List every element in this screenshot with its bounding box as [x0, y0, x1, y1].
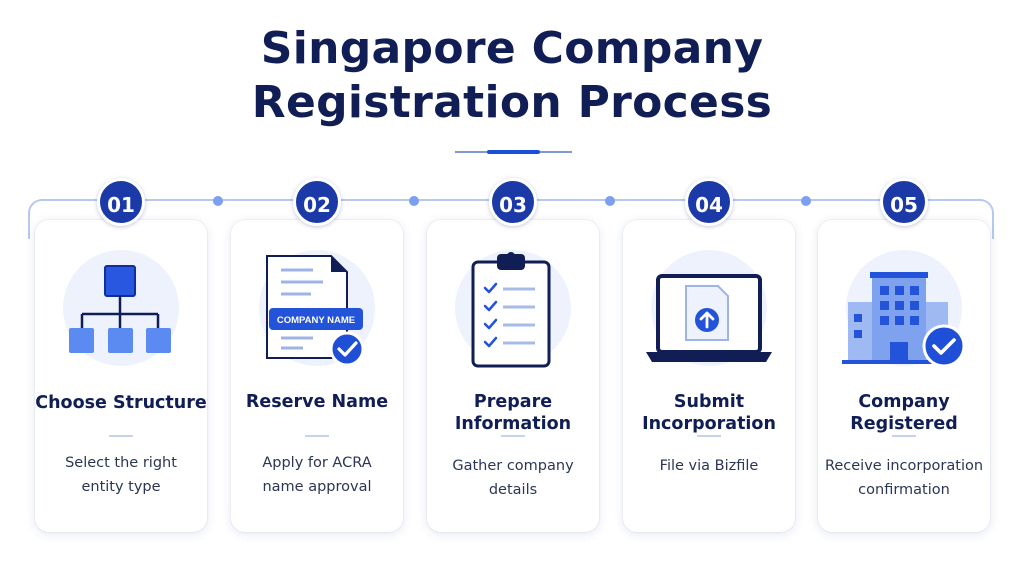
title-line-2: Registration Process: [251, 77, 773, 128]
step-divider: [109, 435, 133, 437]
page-title: Singapore Company Registration Process: [0, 22, 1024, 130]
step-number-badge: 01: [97, 178, 145, 226]
step-title: Company Registered: [850, 392, 958, 434]
clipboard-checklist-icon: [471, 252, 551, 368]
connector-dot: [213, 196, 223, 206]
step-divider: [697, 435, 721, 437]
building-check-icon: [842, 272, 966, 368]
title-line-1: Singapore Company: [260, 23, 764, 74]
step-description: Apply for ACRA name approval: [262, 455, 372, 495]
org-chart-icon: [69, 265, 171, 353]
step-divider: [305, 435, 329, 437]
document-name-check-icon: COMPANY NAME: [266, 255, 365, 367]
step-number-badge: 05: [880, 178, 928, 226]
step-number-badge: 03: [489, 178, 537, 226]
connector-dot: [409, 196, 419, 206]
company-name-label: COMPANY NAME: [277, 315, 355, 326]
title-divider-accent: [487, 150, 540, 154]
step-description: File via Bizfile: [659, 458, 759, 474]
step-divider: [892, 435, 916, 437]
step-number-badge: 02: [293, 178, 341, 226]
step-number-badge: 04: [685, 178, 733, 226]
step-description: Select the right entity type: [65, 455, 177, 495]
step-title: Reserve Name: [245, 392, 389, 412]
step-divider: [501, 435, 525, 437]
laptop-upload-icon: [646, 274, 772, 362]
step-title: Prepare Information: [454, 392, 572, 434]
connector-dot: [801, 196, 811, 206]
step-description: Gather company details: [452, 458, 574, 498]
connector-dot: [605, 196, 615, 206]
step-description: Receive incorporation confirmation: [824, 458, 984, 498]
step-title: Choose Structure: [35, 393, 207, 413]
step-title: Submit Incorporation: [642, 392, 776, 434]
